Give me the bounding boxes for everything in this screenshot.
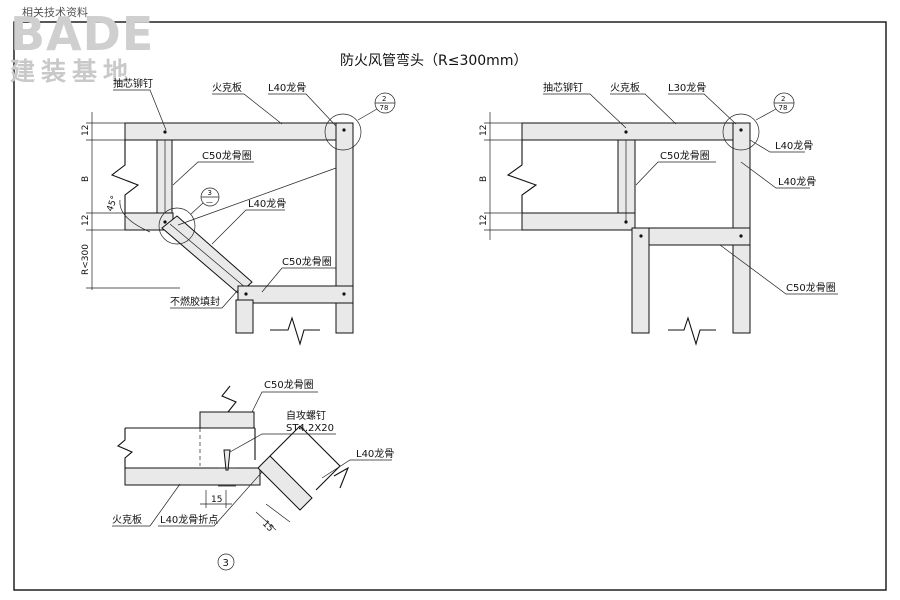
detail-3-view: 15 15 C50龙骨圈 自攻螺钉 ST4.2X20 L40龙骨 火克板 L40… [112,378,394,571]
right-bottom-leg [631,227,650,334]
right-callout-2-sheet: 78 [779,104,788,112]
right-label-fireboard: 火克板 [610,81,640,94]
left-callout-3-sheet: — [206,198,213,206]
left-angle-45: 45° [105,195,120,213]
watermark-subtitle: 建装基地 [10,57,134,86]
right-dim-12-top: 12 [479,125,489,136]
right-top-fireboard [521,122,751,141]
left-label-sealant: 不燃胶填封 [170,295,220,308]
left-bottom-fireboard [237,285,354,304]
detail-label-fireboard: 火克板 [112,513,142,526]
detail-number-circle [217,553,235,571]
detail-screw [223,449,231,471]
left-label-rivet: 抽芯铆钉 [113,77,153,90]
right-label-c50-ring-2: C50龙骨圈 [786,281,836,294]
detail-label-screw-spec: ST4.2X20 [286,423,334,434]
left-label-c50-ring-1: C50龙骨圈 [202,149,252,162]
detail-diagonal-board [257,455,313,511]
watermark-top-text: 相关技术资料 [22,5,88,19]
left-dim-b: B [81,176,91,182]
right-inner-stud [617,139,636,223]
right-bottom-fireboard [631,227,751,246]
left-top-fireboard [124,122,354,141]
right-dim-12-bottom: 12 [479,215,489,226]
left-label-l40-diagonal: L40龙骨 [248,197,286,210]
left-label-c50-ring-2: C50龙骨圈 [282,255,332,268]
left-label-l40-top: L40龙骨 [268,81,306,94]
left-elbow-view: 12 B 12 R<300 45° 3 — 2 78 抽芯铆钉 火克板 L40龙… [81,77,396,346]
left-dim-r300: R<300 [81,244,91,275]
right-label-l40-a: L40龙骨 [775,139,813,152]
left-dim-12-top: 12 [81,125,91,136]
right-corner-circle [722,113,760,151]
left-label-fireboard: 火克板 [212,81,242,94]
right-label-l40-b: L40龙骨 [778,175,816,188]
left-callout-2-sheet: 78 [380,104,389,112]
detail-label-c50-ring: C50龙骨圈 [264,378,314,391]
left-bottom-leg [235,299,254,334]
right-label-c50-ring-1: C50龙骨圈 [660,149,710,162]
left-callout-3-num: 3 [208,189,212,197]
detail-dim-15-a: 15 [211,495,222,505]
detail-label-l40-fold: L40龙骨折点 [160,513,218,526]
detail-c50-ring [199,411,255,429]
watermark-logo: BADE [10,7,154,61]
detail-number: 3 [223,558,229,569]
left-detail-circle [158,207,196,245]
left-callout-2-num: 2 [382,95,386,103]
left-dim-12-bottom: 12 [81,215,91,226]
right-label-l30: L30龙骨 [668,81,706,94]
right-dim-b: B [479,176,489,182]
left-right-fireboard [335,122,354,334]
right-lower-fireboard [521,212,636,231]
detail-label-l40: L40龙骨 [356,447,394,460]
detail-dim-15-b: 15 [260,519,275,534]
right-callout-2-num: 2 [781,95,785,103]
left-corner-circle [324,113,362,151]
right-label-rivet: 抽芯铆钉 [543,81,583,94]
right-elbow-view: 12 B 12 2 78 抽芯铆钉 火克板 L30龙骨 C50龙骨圈 L40龙骨… [479,81,838,346]
detail-fireboard [124,467,261,486]
drawing-title: 防火风管弯头（R≤300mm） [340,52,527,69]
drawing-frame [13,21,887,591]
detail-label-screw: 自攻螺钉 [286,409,326,422]
